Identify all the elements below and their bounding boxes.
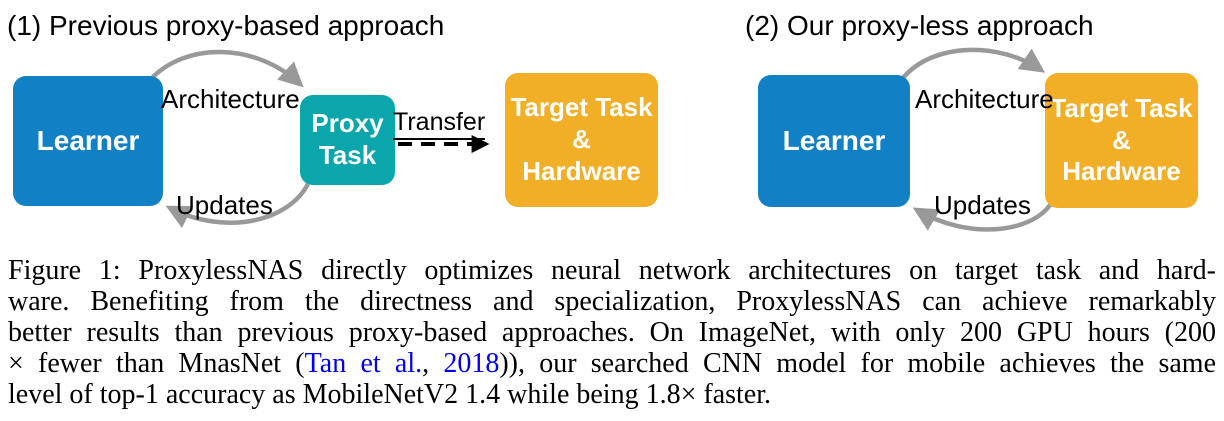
- panel2-learner-box: Learner: [758, 75, 910, 207]
- caption-line-4-mid: ,: [422, 348, 444, 379]
- panel1-learner-label: Learner: [36, 124, 140, 156]
- caption-line-4-pre: × fewer than MnasNet (: [8, 348, 305, 379]
- panel2-learner-label: Learner: [782, 124, 886, 156]
- panel1-target-box: Target Task & Hardware: [505, 73, 658, 207]
- panel2-target-label-line1: Target Task: [1050, 92, 1193, 123]
- panel1-learner-box: Learner: [13, 76, 163, 206]
- figure-caption: Figure 1: ProxylessNAS directly optimize…: [8, 255, 1216, 410]
- panel1-architecture-arrow: [148, 49, 304, 88]
- panel2-updates-label: Updates: [934, 190, 1031, 220]
- panel1-title: (1) Previous proxy-based approach: [7, 10, 445, 41]
- panel1-transfer-label: Transfer: [393, 108, 486, 140]
- caption-line-3: better results than previous proxy-based…: [8, 317, 1216, 348]
- citation-link-year[interactable]: 2018: [443, 348, 500, 379]
- panel1-updates-label: Updates: [176, 190, 273, 220]
- panel2-target-label-line2: &: [1112, 124, 1131, 155]
- panel1-architecture-label: Architecture: [161, 84, 300, 114]
- panel1-target-label-line1: Target Task: [510, 92, 653, 123]
- caption-line-2: ware. Benefiting from the directness and…: [8, 286, 1216, 317]
- panel1-target-label-line3: Hardware: [522, 155, 641, 186]
- panel1-proxy-label-line2: Task: [318, 140, 377, 170]
- panel2-title: (2) Our proxy-less approach: [745, 10, 1094, 41]
- panel1-target-label-line2: &: [572, 124, 591, 155]
- panel2-architecture-arrow: [901, 47, 1046, 80]
- panel2-target-label-line3: Hardware: [1062, 156, 1181, 187]
- caption-line-4-post: )), our searched CNN model for mobile ac…: [499, 348, 1216, 379]
- panel1-proxy-label-line1: Proxy: [311, 108, 384, 139]
- caption-line-4: × fewer than MnasNet (Tan et al., 2018))…: [8, 348, 1216, 379]
- panel1-proxy-task-box: Proxy Task: [300, 95, 395, 185]
- panel2-architecture-label: Architecture: [915, 84, 1054, 114]
- caption-line-1: Figure 1: ProxylessNAS directly optimize…: [8, 255, 1216, 286]
- citation-link-authors[interactable]: Tan et al.: [304, 348, 423, 379]
- panel2-target-box: Target Task & Hardware: [1045, 73, 1198, 208]
- caption-line-5: level of top-1 accuracy as MobileNetV2 1…: [8, 379, 771, 410]
